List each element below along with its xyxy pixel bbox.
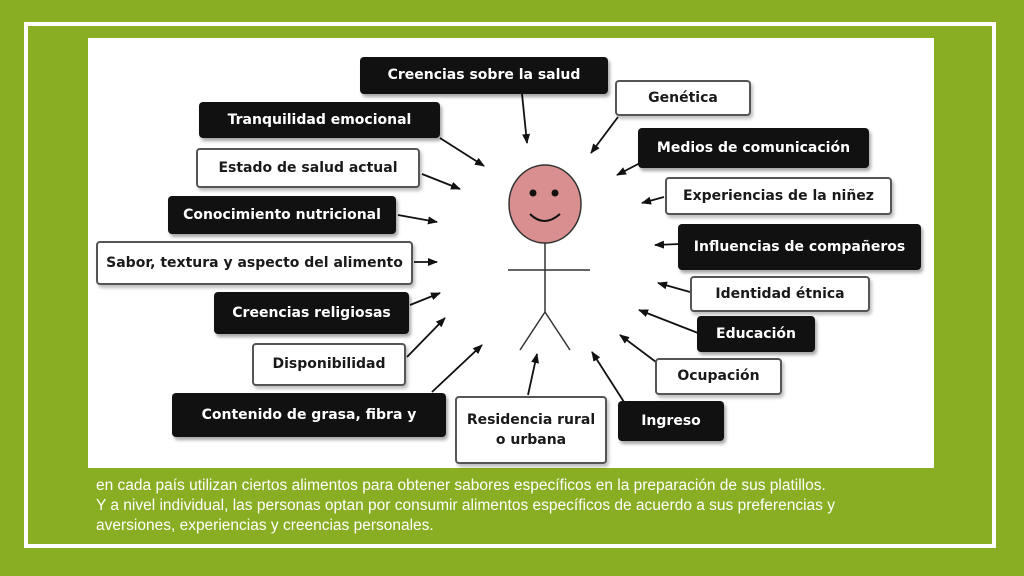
caption-line-1: en cada país utilizan ciertos alimentos … [96,477,826,494]
box-tranquilidad: Tranquilidad emocional [199,102,440,138]
arrow-identidad [657,281,691,293]
box-identidad: Identidad étnica [690,276,870,312]
arrow-disponibilidad [406,317,446,358]
left-eye [529,189,537,197]
arrow-estado-salud [421,173,461,190]
arrow-tranquilidad [439,137,485,167]
smile [529,213,561,222]
box-estado-salud: Estado de salud actual [196,148,420,188]
box-educacion: Educación [697,316,815,352]
box-religiosas: Creencias religiosas [214,292,409,334]
stick-figure [508,164,590,351]
arrow-religiosas [409,292,441,306]
arrow-genetica [590,116,619,154]
box-ocupacion: Ocupación [655,358,782,395]
box-residencia: Residencia rural o urbana [455,396,607,464]
box-medios: Medios de comunicación [638,128,869,168]
arrow-residencia [527,353,539,396]
arrow-ocupacion [619,334,657,363]
caption-line-3: aversiones, experiencias y creencias per… [96,517,434,534]
right-leg [544,311,571,351]
box-influencias: Influencias de compañeros [678,224,921,270]
right-eye [551,189,559,197]
caption-line-2: Y a nivel individual, las personas optan… [96,497,835,514]
caption-text: en cada país utilizan ciertos alimentos … [96,476,976,536]
left-leg [519,311,546,351]
slide-frame [24,22,996,548]
box-conocimiento: Conocimiento nutricional [168,196,396,234]
box-ingreso: Ingreso [618,401,724,441]
arrow-medios [616,162,641,176]
arrow-ingreso [591,351,625,403]
arrow-educacion [638,309,699,334]
box-experiencias: Experiencias de la niñez [665,177,892,215]
box-genetica: Genética [615,80,751,116]
box-sabor: Sabor, textura y aspecto del alimento [96,241,413,285]
arrow-contenido [431,344,483,393]
arrow-creencias-salud [521,93,531,144]
arrow-influencias [654,240,681,249]
box-contenido: Contenido de grasa, fibra y [172,393,446,437]
box-disponibilidad: Disponibilidad [252,343,406,386]
box-creencias-salud: Creencias sobre la salud [360,57,608,94]
arrow-experiencias [641,196,665,205]
face [508,164,582,244]
arrow-conocimiento [397,214,438,225]
